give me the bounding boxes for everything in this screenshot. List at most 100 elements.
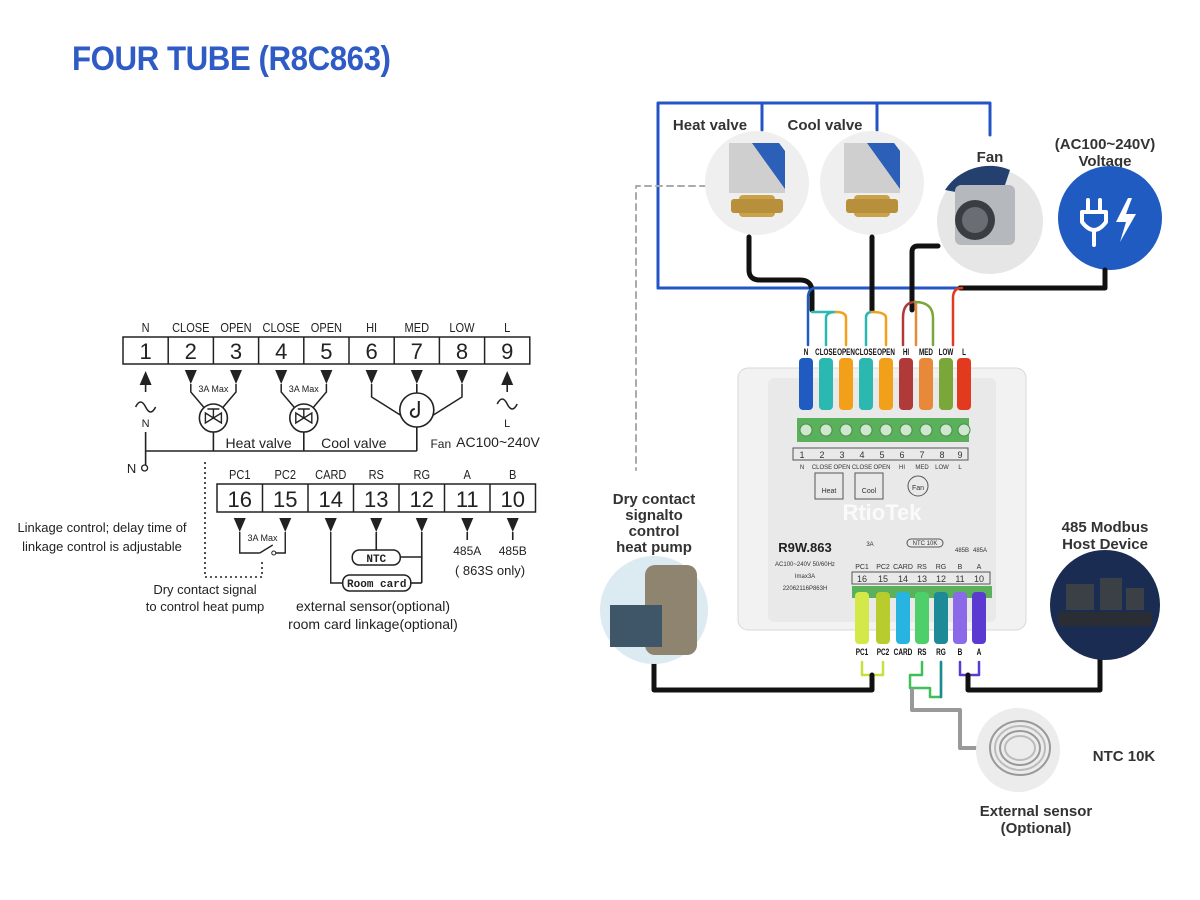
printed-number: 6	[899, 450, 904, 460]
modbus-label: Host Device	[1062, 536, 1148, 553]
terminal-label: LOW	[449, 320, 475, 335]
terminal-screw	[819, 423, 833, 437]
terminal-number: 8	[456, 339, 468, 364]
wire-label: CLOSE	[855, 347, 877, 357]
printed-number: 1	[799, 450, 804, 460]
terminal-label: MED	[405, 320, 430, 335]
terminal-number: 12	[410, 487, 434, 512]
wire-label: OPEN	[837, 347, 855, 357]
fan-icon	[409, 401, 420, 418]
dry-contact-note: to control heat pump	[146, 599, 265, 614]
heat-valve-label: Heat valve	[226, 435, 292, 451]
printed-number: 15	[878, 574, 888, 584]
wire-n	[806, 286, 818, 347]
wire-label: PC2	[877, 647, 890, 657]
wire	[275, 532, 286, 554]
voltage-label: Voltage	[1078, 153, 1131, 170]
terminal-label: OPEN	[311, 320, 342, 335]
wire	[221, 384, 237, 409]
printed-number: 16	[857, 574, 867, 584]
modbus-label: 485 Modbus	[1062, 519, 1149, 536]
ntc-coil	[989, 720, 1051, 776]
voltage-label: (AC100~240V)	[1055, 136, 1155, 153]
valve-body	[731, 199, 783, 213]
arrow-down-icon	[506, 518, 519, 532]
printed-number: 12	[936, 574, 946, 584]
wire-bottom-6	[953, 592, 967, 644]
top-terminal-strip	[122, 336, 531, 365]
arrow-up-icon	[501, 371, 514, 385]
terminal-number: 16	[228, 487, 252, 512]
cool-label: Cool	[862, 488, 877, 495]
terminal-number: 11	[456, 487, 479, 512]
485b-printed: 485B	[955, 548, 969, 554]
wire-label: N	[804, 347, 809, 357]
valve-actuator-cover	[867, 143, 900, 189]
terminal-screw	[799, 423, 813, 437]
printed-label: A	[977, 564, 982, 571]
terminal-label: CLOSE	[172, 320, 209, 335]
wire	[280, 384, 296, 409]
terminal-label: OPEN	[220, 320, 251, 335]
switch-contact	[259, 544, 274, 554]
arrow-down-icon	[370, 518, 383, 532]
heat-box	[814, 472, 844, 500]
terminal-screw	[859, 423, 873, 437]
printed-number: 2	[819, 450, 824, 460]
dashed-linkage-line	[635, 185, 707, 471]
terminal-label: A	[464, 467, 472, 482]
wire-7	[919, 358, 933, 410]
heat-valve-label: Heat valve	[673, 117, 747, 134]
printed-number-strip	[792, 447, 969, 461]
plug-icon	[1080, 198, 1108, 247]
cool-valve-label: Cool valve	[321, 435, 387, 451]
valve-actuator-cover	[752, 143, 785, 189]
wire-label: A	[977, 647, 982, 657]
printed-number-strip	[851, 571, 991, 585]
terminal-screw	[839, 423, 853, 437]
wire-close	[810, 310, 838, 347]
heat-pump-label: signalto	[625, 507, 683, 524]
arrow-down-icon	[410, 370, 423, 384]
ac-symbol-icon	[496, 398, 518, 410]
serial-label: 22062116P863H	[783, 586, 828, 592]
terminal-number: 14	[319, 487, 343, 512]
ntc10k-printed: NTC 10K	[913, 541, 938, 547]
ntc-label: NTC	[366, 554, 386, 566]
cable-heat-pump	[651, 652, 875, 693]
arrow-down-icon	[365, 370, 378, 384]
voltage-label: AC100~240V	[456, 434, 540, 450]
wire-label: HI	[903, 347, 909, 357]
imax-label: Imax3A	[795, 574, 815, 580]
heat-label: Heat	[822, 488, 837, 495]
wire	[330, 532, 343, 584]
fan-printed-circle	[907, 475, 929, 497]
printed-label: LOW	[935, 465, 949, 471]
terminal-label: RG	[413, 467, 430, 482]
terminal-number: 13	[364, 487, 388, 512]
terminal-number: 15	[273, 487, 297, 512]
printed-label: RS	[917, 564, 927, 571]
wire-4	[859, 358, 873, 410]
terminal-number: 1	[139, 339, 151, 364]
arrow-down-icon	[324, 518, 337, 532]
voltage-icon-bg	[1058, 166, 1162, 270]
cable-fan	[909, 243, 941, 313]
wire	[239, 532, 260, 554]
wire-label: RG	[936, 647, 946, 657]
valve-icon	[204, 408, 223, 425]
arrow-down-icon	[233, 518, 246, 532]
printed-label: OPEN	[833, 465, 850, 471]
wire-3	[839, 358, 853, 410]
heat-pump-label: control	[629, 523, 680, 540]
cable-power	[957, 267, 1108, 291]
printed-label: CLOSE	[852, 465, 872, 471]
printed-label: L	[958, 465, 962, 471]
arrow-down-icon	[279, 518, 292, 532]
bottom-terminal-strip	[216, 483, 537, 513]
terminal-label: RS	[369, 467, 384, 482]
brand-watermark: RtioTek	[842, 500, 922, 525]
ntc-coil	[1004, 735, 1036, 761]
terminal-screw	[939, 423, 953, 437]
printed-label: RG	[936, 564, 947, 571]
